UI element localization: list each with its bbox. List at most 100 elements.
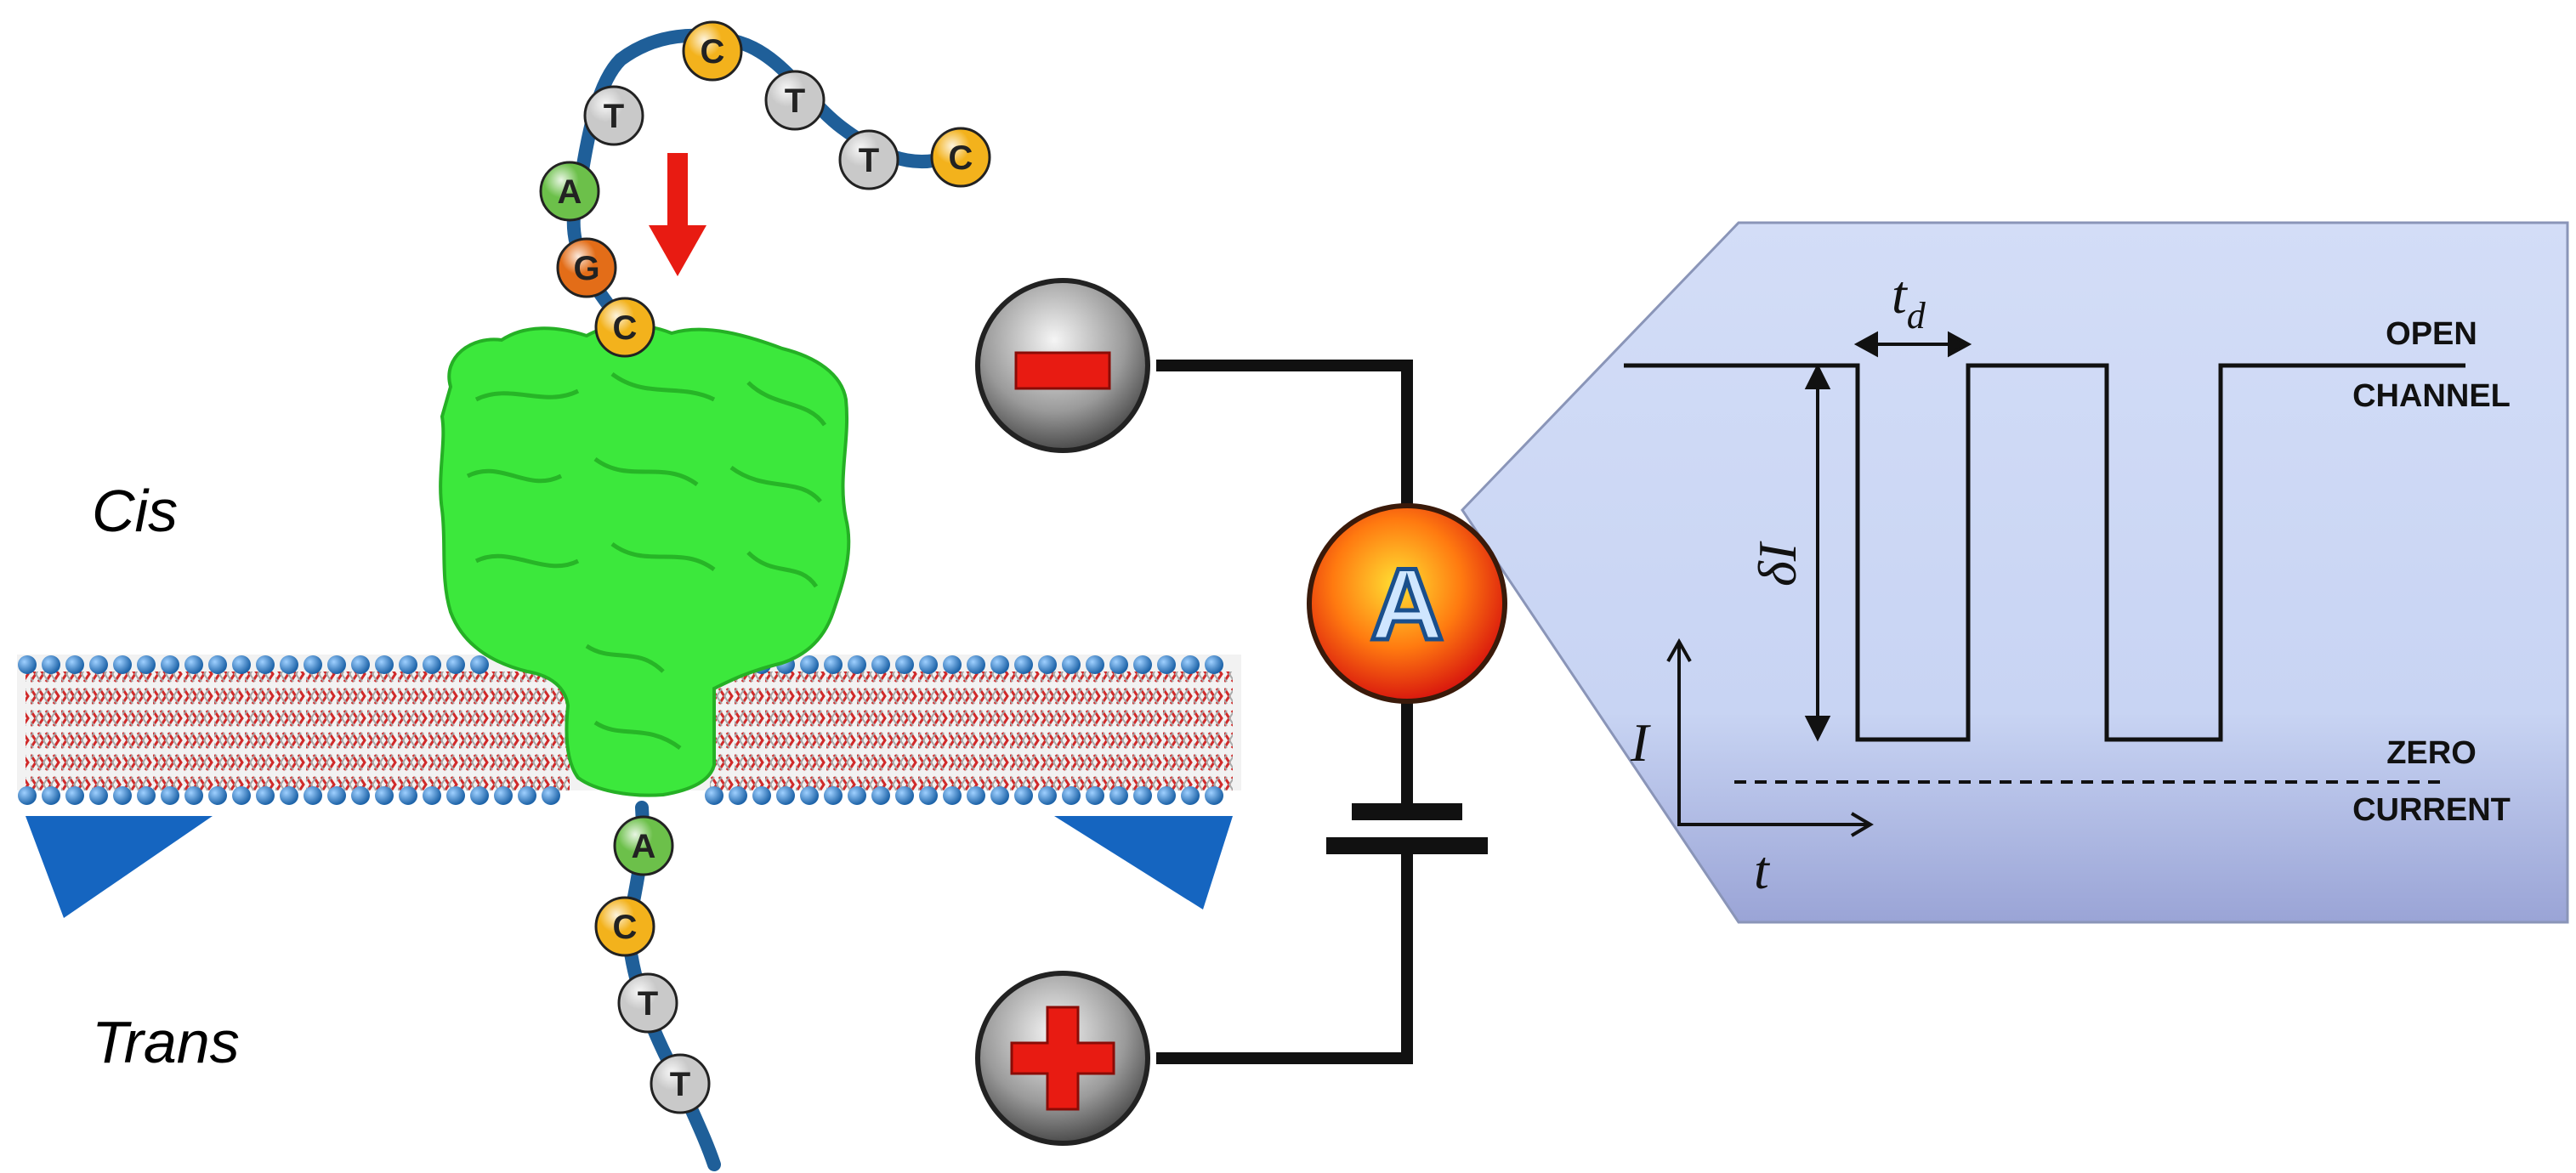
lipid-head [18, 655, 37, 674]
lipid-head [423, 786, 441, 805]
lipid-head [1086, 786, 1104, 805]
lipid-head [89, 655, 108, 674]
lipid-head [137, 655, 156, 674]
lipid-head [824, 655, 843, 674]
lipid-head [824, 786, 843, 805]
lipid-head [990, 786, 1009, 805]
base-bead-shine [841, 132, 897, 188]
base-bead-shine [559, 240, 615, 296]
lipid-head [967, 786, 985, 805]
lipid-heads-bottom [18, 786, 1223, 805]
support-wedge-right [1054, 816, 1233, 910]
plus-icon [1010, 1006, 1115, 1111]
trace-line [1624, 363, 2465, 742]
lipid-head [280, 655, 298, 674]
base-letter: C [949, 139, 973, 177]
x-axis-label: t [1754, 840, 1771, 900]
base-bead-shine [597, 299, 653, 355]
ammeter-symbol: A [1370, 547, 1444, 661]
lipid-head [1109, 655, 1128, 674]
base-letter: A [558, 173, 582, 211]
lipid-head [494, 786, 513, 805]
lipid-head [871, 786, 890, 805]
base-bead-shine [616, 818, 672, 874]
amplitude-arrow [1804, 363, 1831, 742]
lipid-head [351, 655, 370, 674]
base-letter: T [604, 98, 624, 135]
lipid-head [1205, 786, 1223, 805]
cis-label: Cis [92, 478, 178, 544]
negative-electrode [975, 278, 1150, 453]
circuit-wires [1156, 360, 1413, 1064]
translocation-arrow [649, 153, 706, 276]
base-bead-shine [542, 163, 598, 219]
support-wedge-left [26, 816, 213, 918]
lipid-head [446, 786, 465, 805]
trans-label: Trans [92, 1009, 240, 1075]
lipid-head [65, 655, 84, 674]
lipid-head [304, 655, 322, 674]
lipid-head [895, 786, 914, 805]
lipid-head [1181, 786, 1200, 805]
lipid-head [943, 655, 962, 674]
lipid-head [1109, 786, 1128, 805]
lipid-head [542, 786, 560, 805]
top-strand-base-8: C [594, 297, 655, 358]
top-strand-base-6: A [539, 161, 600, 222]
base-letter: T [670, 1066, 690, 1103]
lipid-head [161, 655, 179, 674]
dwell-time-subscript: d [1907, 295, 1926, 337]
positive-electrode [975, 971, 1150, 1146]
lipid-head [919, 655, 938, 674]
top-strand-base-7: G [556, 237, 617, 298]
top-strand-base-5: C [930, 127, 991, 188]
lipid-head [256, 655, 275, 674]
lipid-head [42, 786, 60, 805]
lipid-head [208, 655, 227, 674]
lipid-head [113, 655, 132, 674]
base-letter: G [573, 250, 599, 287]
base-letter: C [613, 909, 638, 946]
lipid-head [208, 786, 227, 805]
base-bead-shine [620, 975, 676, 1031]
lipid-head [375, 786, 394, 805]
current-trace-panel [1461, 221, 2569, 924]
bottom-strand-base-1: A [613, 815, 674, 876]
top-strand-base-2: C [682, 20, 743, 82]
lipid-head [351, 786, 370, 805]
top-strand-base-1: T [583, 85, 644, 146]
lipid-head [967, 655, 985, 674]
ammeter: A [1307, 503, 1507, 704]
lipid-head [304, 786, 322, 805]
dna-backbone-top [566, 28, 955, 338]
lipid-head [375, 655, 394, 674]
lipid-head [161, 786, 179, 805]
lipid-head [1133, 655, 1152, 674]
lipid-head [65, 786, 84, 805]
base-bead-shine [586, 88, 642, 144]
base-bead-shine [684, 23, 740, 79]
base-letter: T [859, 142, 879, 179]
lipid-head [184, 786, 203, 805]
lipid-head [1062, 655, 1081, 674]
lipid-head [1086, 655, 1104, 674]
lipid-head [871, 655, 890, 674]
bottom-strand-base-2: C [594, 896, 655, 957]
open-label-line1: OPEN [2386, 316, 2477, 352]
open-label-line2: CHANNEL [2352, 378, 2511, 414]
lipid-head [752, 786, 771, 805]
bottom-strand-base-4: T [650, 1053, 711, 1114]
lipid-head [1038, 655, 1057, 674]
lipid-head [399, 655, 417, 674]
base-bead-shine [767, 72, 823, 128]
lipid-head [1157, 786, 1176, 805]
lipid-head [423, 655, 441, 674]
zero-label-line1: ZERO [2386, 735, 2477, 771]
lipid-head [1062, 786, 1081, 805]
current-trace: td δI I t OPEN CHANNEL ZERO CURRENT [1624, 264, 2511, 900]
lipid-head [137, 786, 156, 805]
lipid-head [518, 786, 536, 805]
